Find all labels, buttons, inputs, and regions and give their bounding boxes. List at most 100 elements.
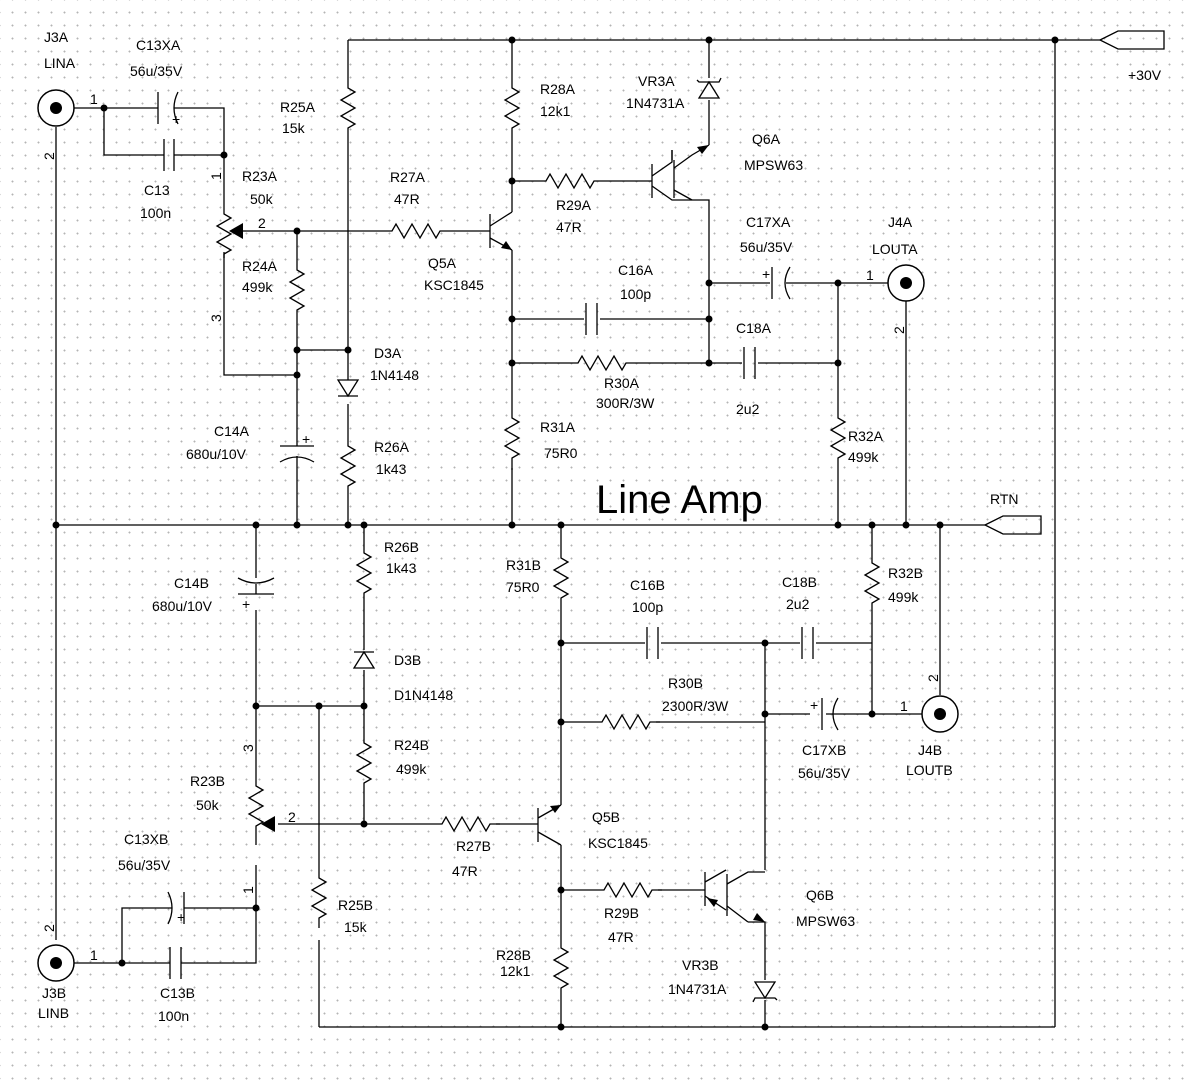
capacitor-c14b — [237, 577, 275, 595]
label-j4b-ref: J4B — [918, 742, 942, 758]
pin-r23b-2: 2 — [288, 809, 296, 825]
label-c14b-ref: C14B — [174, 575, 209, 591]
resistor-r27a — [386, 222, 446, 240]
label-q5a-ref: Q5A — [428, 255, 457, 271]
pin-j4b-1: 1 — [900, 698, 908, 714]
resistor-r31b — [552, 550, 570, 610]
return-flag — [983, 515, 1042, 535]
pin-r23b-3: 3 — [240, 744, 256, 752]
capacitor-c17xb — [821, 697, 839, 731]
label-r30b-ref: R30B — [668, 675, 703, 691]
pin-r23a-2: 2 — [258, 215, 266, 231]
label-c14a-ref: C14A — [214, 423, 250, 439]
label-r32a-ref: R32A — [848, 428, 884, 444]
label-d3b-val: D1N4148 — [394, 687, 453, 703]
label-d3b-ref: D3B — [394, 652, 421, 668]
label-r31b-ref: R31B — [506, 557, 541, 573]
label-j3a-val: LINA — [44, 55, 76, 71]
pin-j4a-1: 1 — [866, 267, 874, 283]
pin-j3a-1: 1 — [90, 91, 98, 107]
capacitor-c14a — [279, 425, 315, 468]
label-r32a-val: 499k — [848, 449, 879, 465]
label-c13xb-val: 56u/35V — [118, 857, 171, 873]
resistor-r28a — [503, 80, 521, 138]
label-r28a-val: 12k1 — [540, 103, 571, 119]
label-c17xb-ref: C17XB — [802, 742, 846, 758]
jack-j4a — [887, 264, 925, 302]
label-c18b-val: 2u2 — [786, 596, 810, 612]
transistor-q5a — [489, 211, 513, 251]
label-c13b-ref: C13B — [160, 985, 195, 1001]
label-r28b-ref: R28B — [496, 947, 531, 963]
potentiometer-r23a-arrow — [229, 223, 243, 239]
label-d3a-val: 1N4148 — [370, 367, 419, 383]
label-r29a-ref: R29A — [556, 197, 592, 213]
label-q6a-ref: Q6A — [752, 131, 781, 147]
jack-j4b — [921, 695, 959, 733]
label-vr3a-val: 1N4731A — [626, 95, 685, 111]
label-r26a-ref: R26A — [374, 439, 410, 455]
pin-j3b-2: 2 — [41, 924, 57, 932]
resistor-r24a — [288, 264, 306, 314]
supply-net-label: +30V — [1128, 67, 1162, 83]
pin-j3a-2: 2 — [41, 152, 57, 160]
resistor-r26b — [355, 545, 373, 600]
label-q5b-ref: Q5B — [592, 809, 620, 825]
label-j3b-ref: J3B — [42, 985, 66, 1001]
zener-vr3a — [696, 77, 722, 99]
pin-r23a-3: 3 — [208, 314, 224, 322]
capacitor-c13xb — [160, 891, 186, 925]
label-r29b-ref: R29B — [604, 905, 639, 921]
label-c14a-val: 680u/10V — [186, 446, 247, 462]
label-j4a-ref: J4A — [888, 214, 913, 230]
capacitor-c16b — [646, 627, 659, 659]
label-vr3b-ref: VR3B — [682, 957, 719, 973]
label-c13xb-ref: C13XB — [124, 831, 168, 847]
label-j3a-ref: J3A — [44, 29, 69, 45]
label-r30a-ref: R30A — [604, 375, 640, 391]
label-r28a-ref: R28A — [540, 81, 576, 97]
label-r27a-val: 47R — [394, 191, 420, 207]
label-q6b-val: MPSW63 — [796, 913, 855, 929]
resistor-r25a — [339, 80, 357, 138]
potentiometer-r23a — [215, 210, 233, 258]
label-c16b-ref: C16B — [630, 577, 665, 593]
transistor-q6a — [651, 144, 710, 201]
label-r27b-ref: R27B — [456, 838, 491, 854]
label-r24a-ref: R24A — [242, 258, 278, 274]
polarity-c14b: + — [242, 596, 250, 612]
label-r25b-ref: R25B — [338, 897, 373, 913]
label-r27b-val: 47R — [452, 863, 478, 879]
resistor-r30a — [572, 354, 636, 372]
label-r31a-ref: R31A — [540, 419, 576, 435]
diode-d3b — [352, 650, 376, 669]
label-r25a-val: 15k — [282, 120, 306, 136]
return-net-label: RTN — [990, 491, 1019, 507]
pin-j4a-2: 2 — [891, 326, 907, 334]
capacitor-c17xa — [771, 266, 791, 300]
label-r32b-val: 499k — [888, 589, 919, 605]
zener-vr3b — [752, 981, 778, 1003]
resistor-r32b — [863, 555, 881, 615]
label-c18b-ref: C18B — [782, 574, 817, 590]
label-r23b-ref: R23B — [190, 773, 225, 789]
label-r23a-val: 50k — [250, 191, 274, 207]
capacitor-c16a — [585, 303, 598, 335]
resistor-r24b — [355, 735, 373, 795]
resistor-r25b — [310, 870, 328, 928]
label-q6a-val: MPSW63 — [744, 157, 803, 173]
label-q5a-val: KSC1845 — [424, 277, 484, 293]
transistor-q5b — [537, 804, 562, 846]
transistor-q6b — [704, 869, 765, 923]
label-r24b-val: 499k — [396, 761, 427, 777]
resistor-r29b — [598, 881, 662, 899]
polarity-c17xa: + — [762, 266, 770, 282]
capacitor-c13b — [160, 947, 188, 979]
pin-j3b-1: 1 — [90, 947, 98, 963]
label-c13xa-ref: C13XA — [136, 37, 181, 53]
label-c13xa-val: 56u/35V — [130, 63, 183, 79]
potentiometer-r23b — [247, 780, 265, 845]
label-r26a-val: 1k43 — [376, 461, 407, 477]
label-q6b-ref: Q6B — [806, 887, 834, 903]
